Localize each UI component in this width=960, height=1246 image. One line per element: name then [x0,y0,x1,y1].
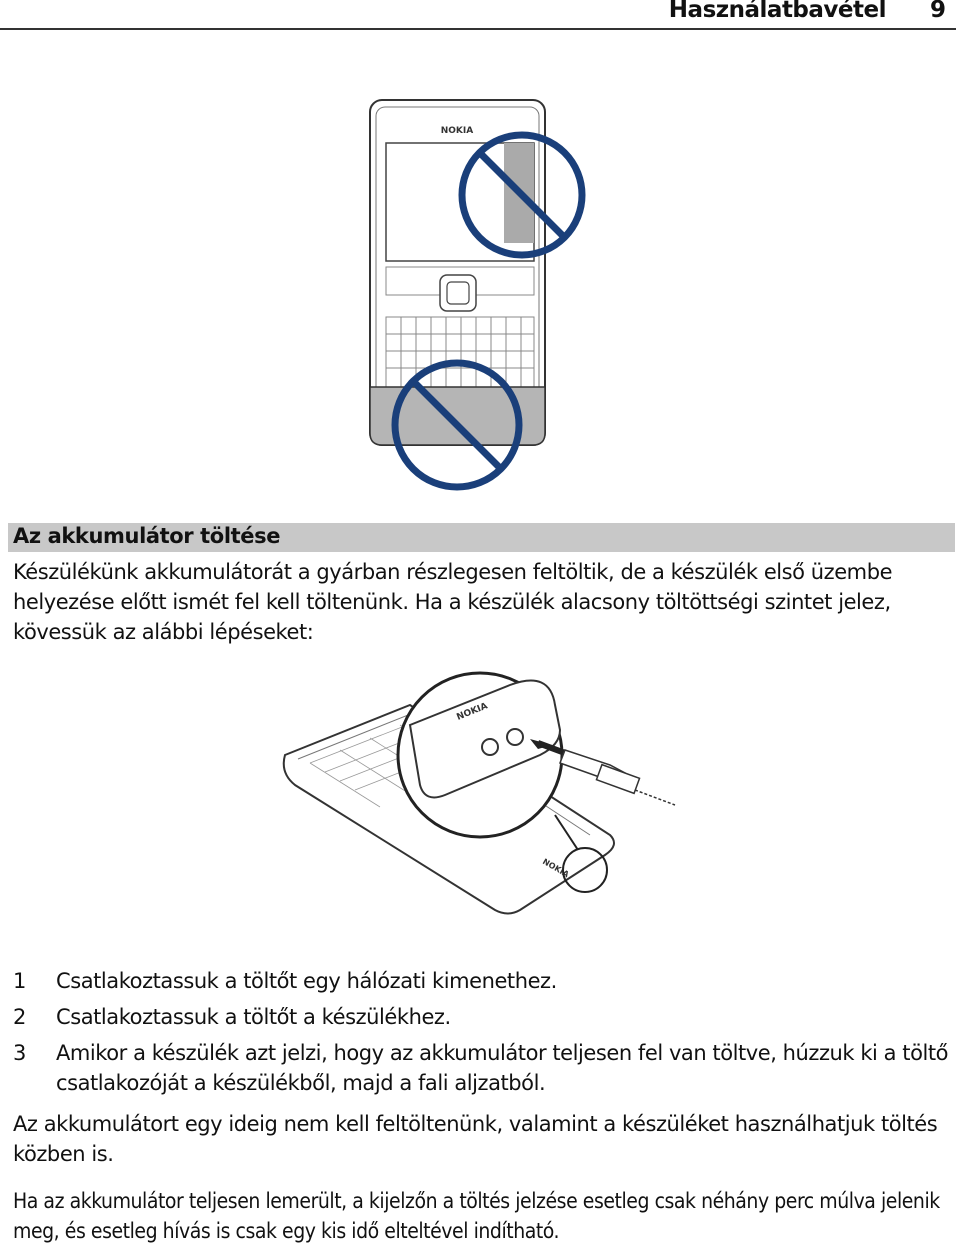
step-text: Amikor a készülék azt jelzi, hogy az akk… [56,1041,949,1095]
note-paragraph: Az akkumulátort egy ideig nem kell feltö… [13,1112,938,1166]
step-number: 1 [13,969,26,993]
intro-paragraph: Készülékünk akkumulátorát a gyárban rész… [13,560,893,644]
step-2: 2 Csatlakoztassuk a töltőt a készülékhez… [13,1002,953,1032]
chapter-title: Használatbavétel [668,0,887,23]
nokia-logo: NOKIA [441,126,474,136]
step-3: 3 Amikor a készülék azt jelzi, hogy az a… [13,1038,953,1098]
charger-connection-illustration: NOKIA NOKIA [282,671,676,915]
step-number: 3 [13,1041,26,1065]
antenna-warning-illustration: NOKIA [369,99,586,491]
step-number: 2 [13,1005,26,1029]
page-header: Használatbavétel 9 [0,0,956,30]
charging-steps: 1 Csatlakoztassuk a töltőt egy hálózati … [13,966,953,1104]
step-text: Csatlakoztassuk a töltőt egy hálózati ki… [56,969,557,993]
no-touch-top-icon [458,131,586,259]
warning-paragraph: Ha az akkumulátor teljesen lemerült, a k… [13,1189,940,1243]
page-number: 9 [929,0,946,23]
section-heading: Az akkumulátor töltése [13,524,281,548]
step-text: Csatlakoztassuk a töltőt a készülékhez. [56,1005,451,1029]
no-touch-bottom-icon [391,359,523,491]
step-1: 1 Csatlakoztassuk a töltőt egy hálózati … [13,966,953,996]
section-heading-bar: Az akkumulátor töltése [8,523,955,552]
